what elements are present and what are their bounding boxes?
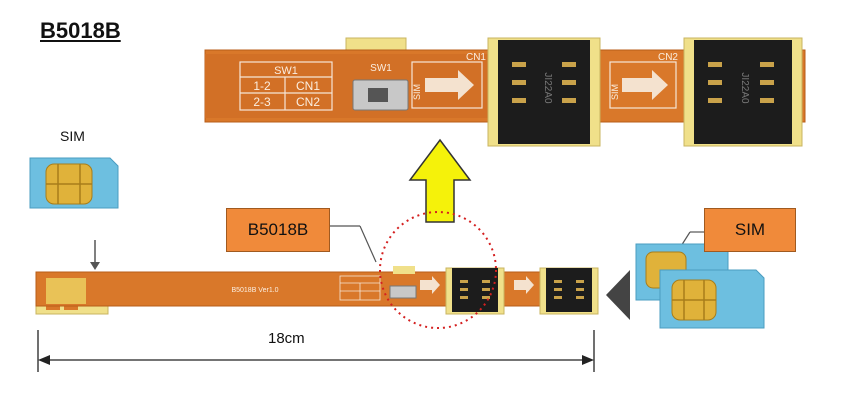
sim-cards-right — [635, 243, 765, 329]
enlarged-board: SW1 1-2 CN1 2-3 CN2 SW1 SIM CN1 JI22A0 S… — [204, 37, 806, 147]
dimension-line — [37, 330, 595, 372]
callout-sim: SIM — [704, 208, 796, 252]
socket-marking-1: JI22A0 — [542, 72, 553, 104]
table-row1-pos: 1-2 — [253, 79, 271, 93]
arrow-text-2: SIM — [610, 84, 620, 100]
cn1-label: CN1 — [466, 52, 486, 63]
up-arrow — [408, 138, 472, 223]
insert-arrow — [606, 270, 630, 320]
callout-model: B5018B — [226, 208, 330, 252]
table-row1-conn: CN1 — [296, 79, 320, 93]
sim-card-left — [29, 157, 119, 209]
table-header: SW1 — [274, 65, 298, 77]
cn2-label: CN2 — [658, 52, 678, 63]
full-board: B5018B Ver1.0 — [35, 240, 599, 315]
socket-marking-2: JI22A0 — [739, 72, 750, 104]
switch-label: SW1 — [370, 63, 392, 74]
silkscreen-small: B5018B Ver1.0 — [231, 287, 278, 294]
arrow-text-1: SIM — [412, 84, 422, 100]
zoom-circle — [379, 211, 497, 329]
table-row2-conn: CN2 — [296, 95, 320, 109]
sim-caption: SIM — [60, 128, 85, 144]
table-row2-pos: 2-3 — [253, 95, 271, 109]
product-title: B5018B — [40, 18, 121, 43]
length-label: 18cm — [268, 330, 305, 347]
